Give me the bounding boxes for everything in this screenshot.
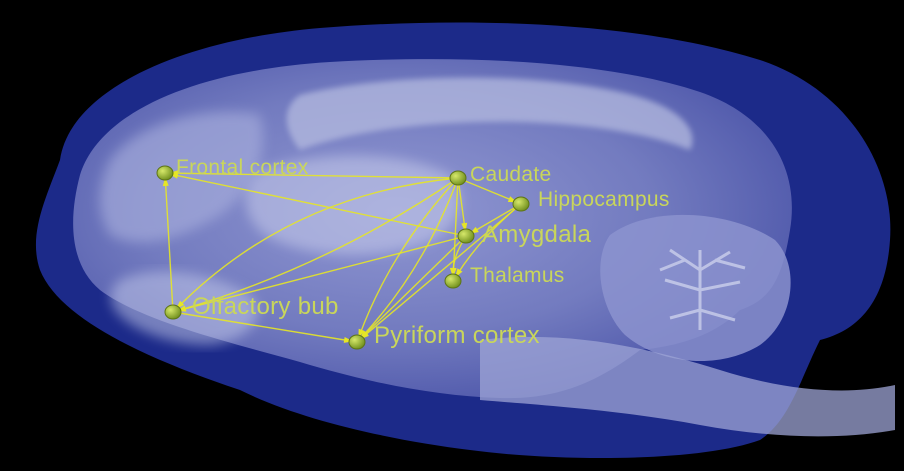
node-frontal xyxy=(157,166,173,180)
node-amygdala xyxy=(458,229,474,243)
node-caudate xyxy=(450,171,466,185)
label-hippocampus: Hippocampus xyxy=(538,188,670,211)
label-amygdala: Amygdala xyxy=(482,221,591,248)
node-hippocampus xyxy=(513,197,529,211)
node-pyriform xyxy=(349,335,365,349)
node-olfactory xyxy=(165,305,181,319)
label-frontal-cortex: Frontal cortex xyxy=(176,156,309,179)
label-thalamus: Thalamus xyxy=(470,264,565,287)
label-pyriform-cortex: Pyriform cortex xyxy=(374,322,540,349)
label-caudate: Caudate xyxy=(470,163,552,186)
node-thalamus xyxy=(445,274,461,288)
label-olfactory-bulb: Olfactory bub xyxy=(192,293,339,320)
